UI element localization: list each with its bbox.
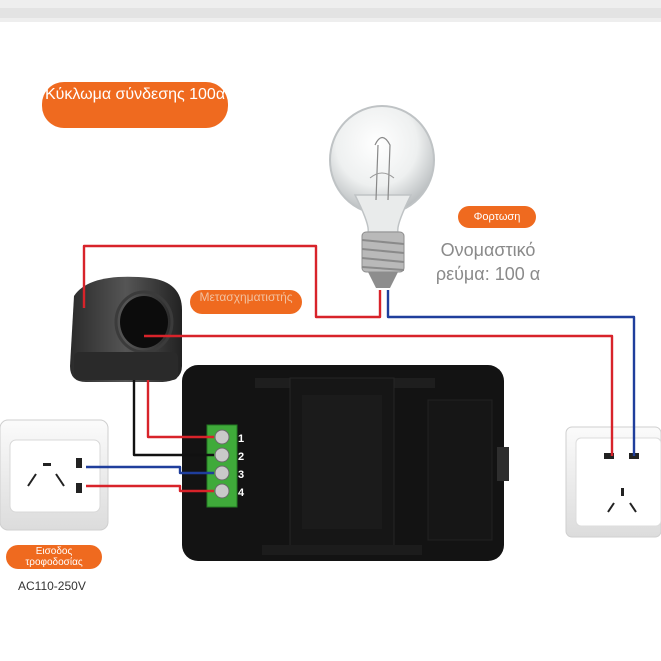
transformer-label: Μετασχηματιστής [190, 290, 302, 314]
voltage-label: AC110-250V [18, 579, 86, 593]
terminal-number: 4 [238, 487, 245, 499]
top-bar [0, 0, 661, 22]
meter-module-icon [182, 365, 509, 561]
light-bulb-icon [329, 105, 435, 288]
top-bar-line [0, 8, 661, 18]
black-wire [132, 380, 214, 457]
terminal-number: 1 [238, 433, 244, 445]
load-label: Φορτωση [458, 206, 536, 228]
terminal-block: 1 2 3 4 [206, 424, 245, 508]
terminal-number: 2 [238, 451, 244, 463]
terminal-number: 3 [238, 469, 244, 481]
red-wire [86, 484, 214, 493]
current-transformer-icon [70, 276, 182, 382]
red-wire [146, 380, 214, 439]
wires [82, 244, 636, 493]
red-wire [144, 334, 614, 456]
wall-socket-icon [565, 426, 661, 538]
blue-wire [86, 465, 214, 475]
power-input-label: Εισοδος τροφοδοσίας [6, 545, 102, 569]
rated-current-label: Ονομαστικό ρεύμα: 100 α [435, 240, 541, 284]
red-wire [82, 244, 382, 319]
diagram-title: Κύκλωμα σύνδεσης 100α [42, 82, 228, 128]
blue-wire [386, 290, 636, 456]
wall-socket-icon [0, 419, 109, 531]
